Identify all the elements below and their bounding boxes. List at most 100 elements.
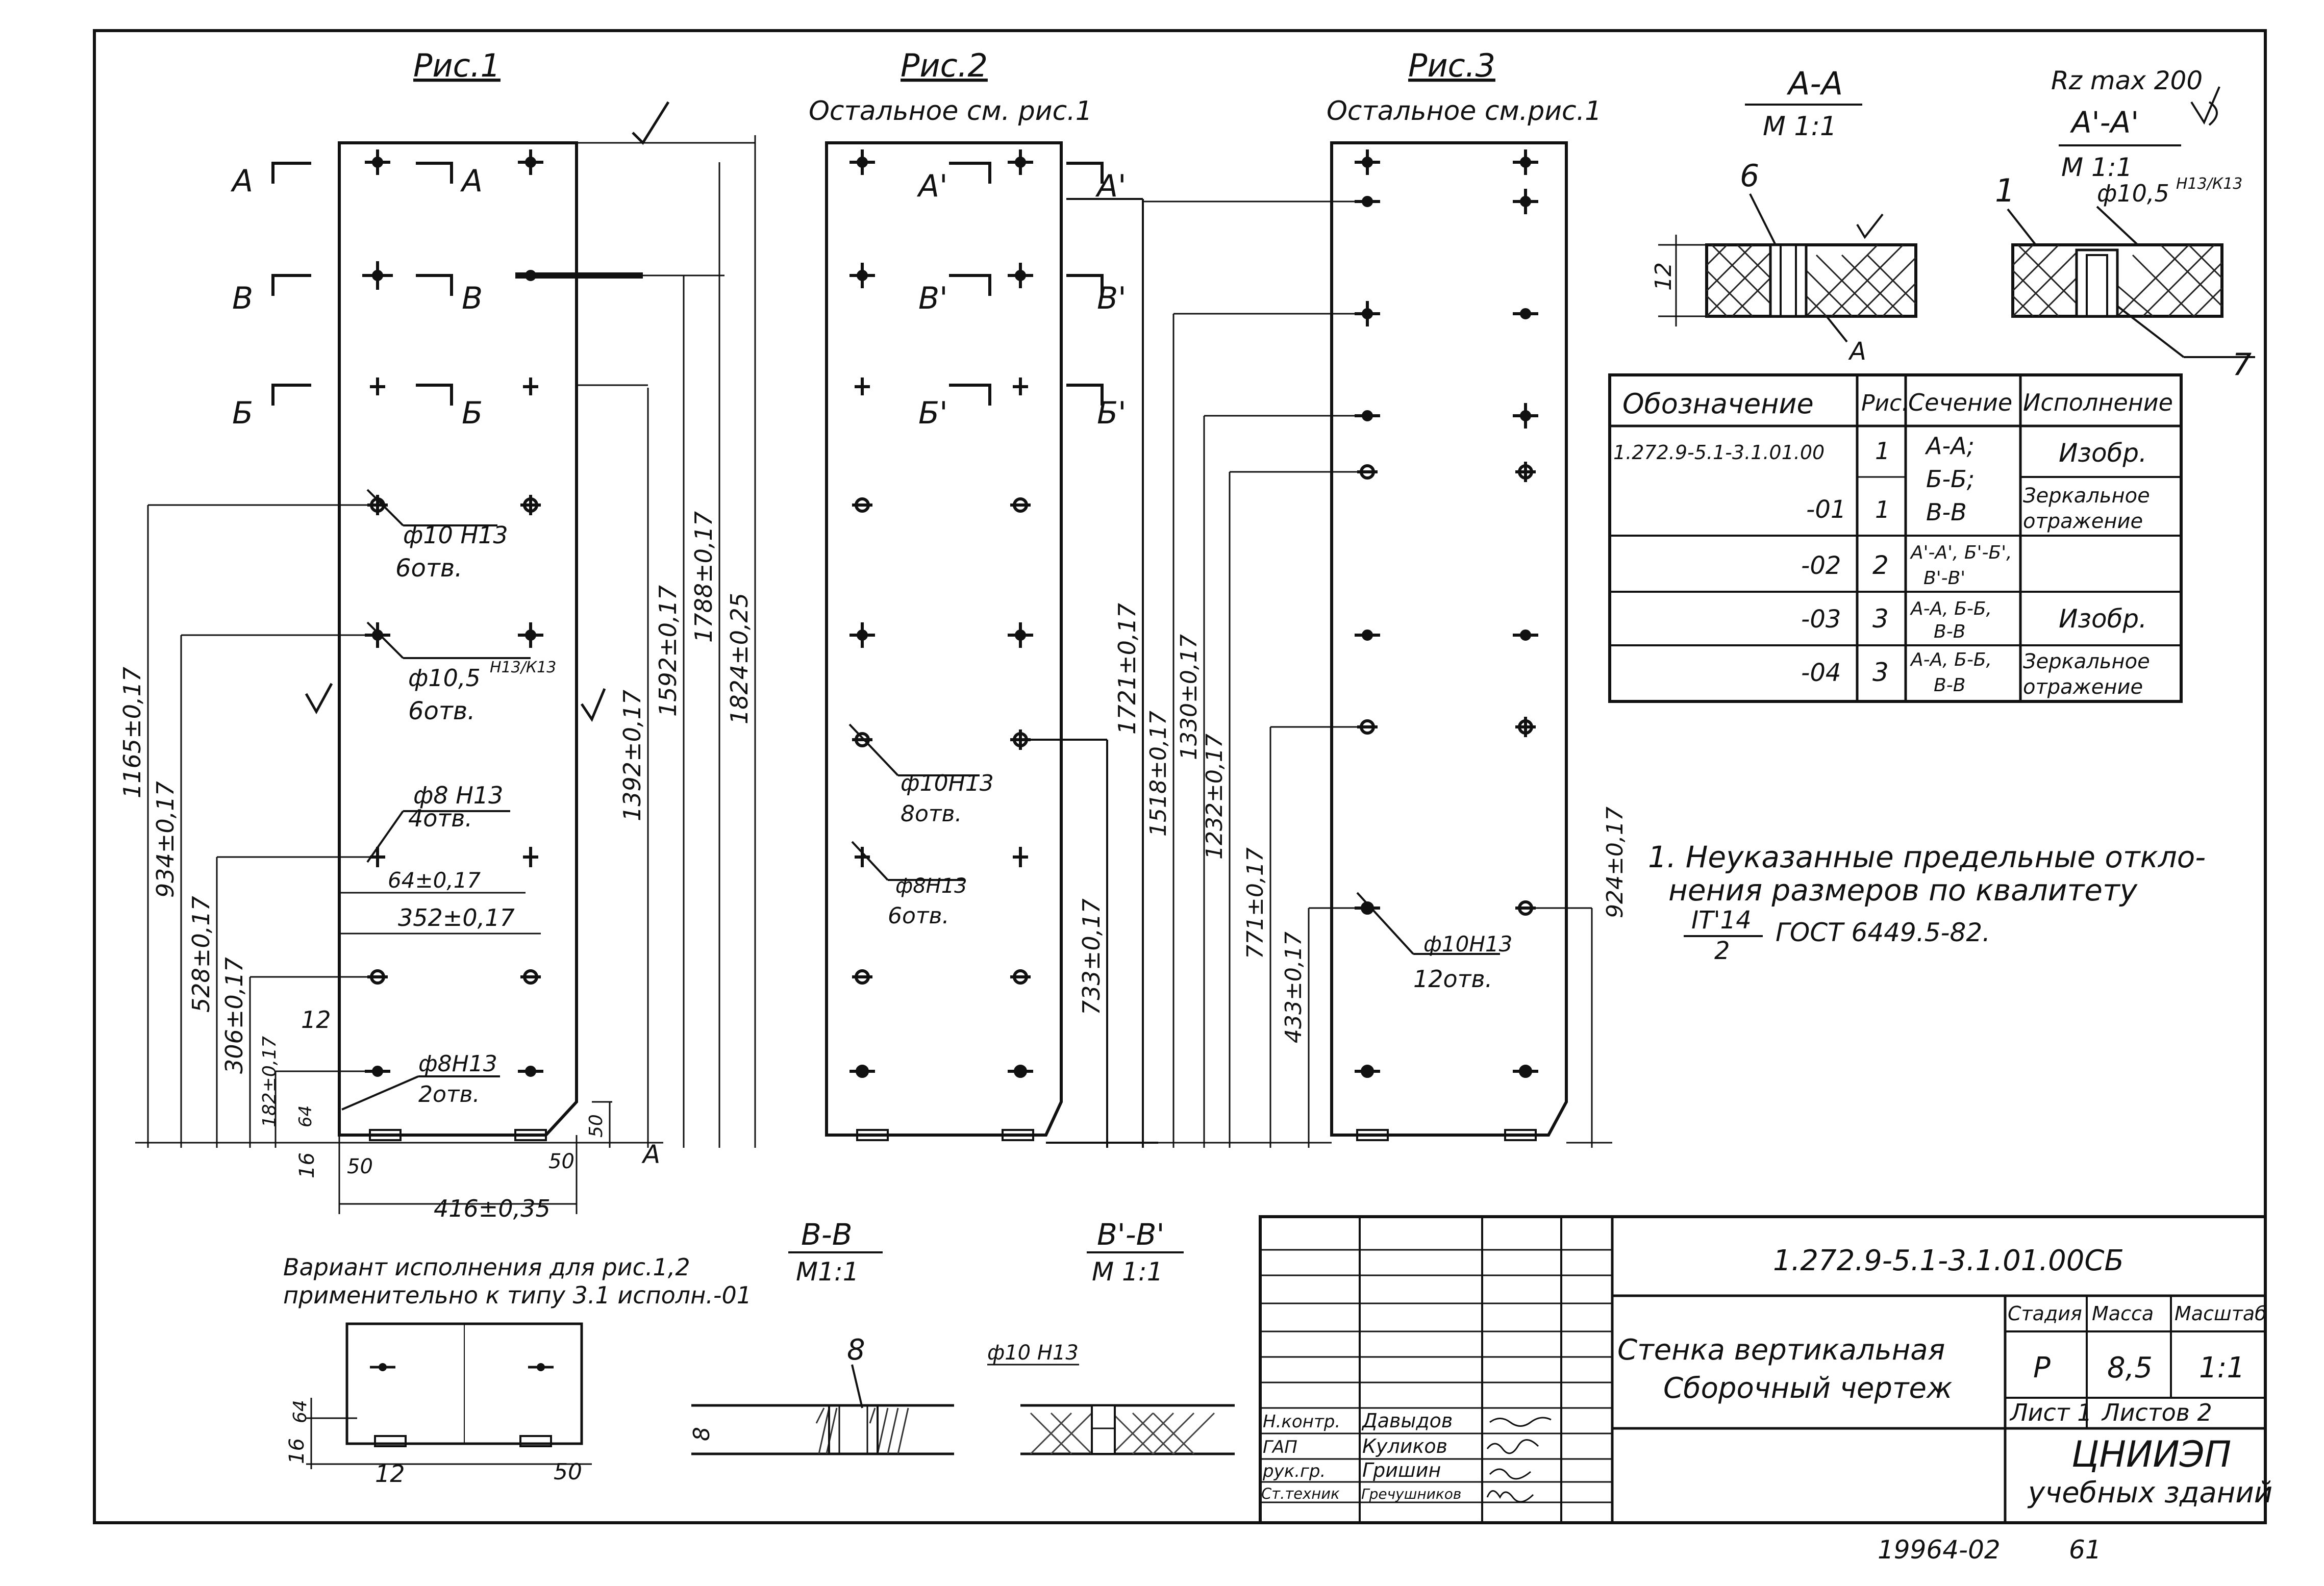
hatch: [1706, 244, 1917, 317]
dimension-label: 1518±0,17: [1145, 711, 1171, 837]
dimension-label: 528±0,17: [187, 896, 215, 1013]
dimension-label: 50: [554, 1459, 582, 1485]
section-title: В'-В': [1097, 1217, 1164, 1252]
table-cell: 3: [1872, 658, 1889, 687]
dimension-label: 16: [285, 1438, 309, 1464]
section-marker: Б: [232, 395, 253, 431]
person-name: Гречушников: [1361, 1486, 1461, 1502]
dimension-label: 64: [290, 1400, 311, 1423]
section-a1: Rz max 200 А'-А' М 1:1 1 ф10,5 Н13/К13 7: [1995, 66, 2255, 383]
dimension-label: 1721±0,17: [1113, 603, 1141, 735]
section-marker: В: [232, 281, 253, 316]
note-line: 1. Неуказанные предельные откло-: [1648, 840, 2206, 874]
hole-count-label: 6отв.: [395, 554, 462, 583]
person-role: Н.контр.: [1263, 1412, 1340, 1432]
title-block: Н.контр. Давыдов ГАП Куликов рук.гр. Гри…: [1259, 1215, 2272, 1524]
hole-count-label: 4отв.: [408, 804, 472, 832]
sheet-frame: [93, 29, 2267, 1524]
callout-number: 8: [847, 1333, 865, 1367]
dimension-label: 771±0,17: [1242, 847, 1268, 959]
slot: [856, 1129, 889, 1141]
variant-detail: Вариант исполнения для рис.1,2 примените…: [283, 1253, 752, 1488]
dimension-label: 8: [689, 1427, 715, 1441]
section-title: А-А: [1786, 65, 1843, 102]
table-cell: Изобр.: [2059, 438, 2147, 468]
archive-number: 19964-02: [1878, 1535, 2001, 1565]
fig1-title: Рис.1: [413, 47, 501, 84]
stage-label: Стадия: [2008, 1302, 2082, 1325]
sheet-number: Лист 1: [2009, 1399, 2092, 1426]
fig1-holes: [362, 149, 643, 1077]
scale-label: Масштаб: [2175, 1302, 2267, 1325]
table-cell: -02: [1801, 551, 1841, 580]
callout-number: 1: [1995, 172, 2015, 209]
fig3-note: Остальное см.рис.1: [1327, 96, 1602, 127]
hole-diameter-label: ф10Н13: [901, 770, 994, 796]
person-name: Гришин: [1362, 1459, 1441, 1481]
table-cell: В-В: [1926, 498, 1967, 526]
section-vv: В-В М1:1 8 8: [689, 1217, 954, 1455]
document-subtitle: Сборочный чертеж: [1663, 1372, 1952, 1405]
hole-diameter-label: ф10,5: [408, 664, 481, 692]
dimension-label: 1165±0,17: [118, 667, 146, 798]
hole-diameter-label: ф10Н13: [1423, 932, 1512, 956]
variant-caption: применительно к типу 3.1 исполн.-01: [283, 1281, 752, 1309]
hole-diameter-label: ф10 Н13: [403, 521, 508, 549]
section-mark-letter: А: [1848, 337, 1866, 366]
dimension-label: 924±0,17: [1602, 807, 1628, 918]
table-header: Обозначение: [1622, 388, 1814, 420]
section-title: В-В: [801, 1217, 853, 1252]
mass-label: Масса: [2092, 1302, 2154, 1325]
roughness-mark: [580, 688, 606, 722]
table-cell: -04: [1801, 659, 1841, 687]
hole-count-label: 6отв.: [888, 903, 949, 929]
section-marker: А: [460, 163, 483, 199]
section-marker: А: [230, 163, 253, 199]
note-fraction-den: 2: [1714, 937, 1730, 965]
note-gost: ГОСТ 6449.5-82.: [1776, 918, 1990, 947]
hole-diameter-label: ф8 Н13: [413, 782, 503, 809]
table-cell: Зеркальное: [2023, 650, 2150, 673]
slot: [1504, 1129, 1537, 1141]
dimension-label: 12: [301, 1006, 331, 1034]
page-number: 61: [2069, 1535, 2102, 1565]
table-header: Исполнение: [2023, 389, 2173, 416]
table-cell: В-В: [1934, 621, 1965, 642]
table-cell: В'-В': [1923, 568, 1965, 589]
dimension-label: 733±0,17: [1078, 898, 1105, 1015]
note-line: нения размеров по квалитету: [1668, 873, 2138, 908]
section-aa: А-А М 1:1 6 12 А: [1651, 65, 1917, 366]
hole-count-label: 2отв.: [418, 1081, 480, 1107]
dimension-label: 50: [347, 1155, 373, 1178]
dimension-label: 12: [375, 1460, 405, 1488]
fig1-leaders: [341, 489, 531, 1111]
figure-2: Рис.2 Остальное см. рис.1: [809, 47, 1158, 1148]
section-scale: М 1:1: [1763, 111, 1837, 142]
fig2-title: Рис.2: [901, 47, 988, 84]
sheets-total: Листов 2: [2101, 1399, 2212, 1426]
table-cell: А-А, Б-Б,: [1910, 649, 1992, 670]
slot: [369, 1129, 402, 1141]
table-cell: Изобр.: [2059, 604, 2147, 634]
dimension-label: 1592±0,17: [654, 585, 682, 717]
table-cell: Зеркальное: [2023, 484, 2150, 508]
slot: [514, 1129, 547, 1141]
roughness-symbol: [2190, 86, 2220, 126]
fig2-holes: [849, 149, 1033, 1078]
hole-diameter-label: ф8Н13: [895, 874, 967, 898]
section-marker: Б': [918, 395, 948, 431]
section-marker: В: [462, 281, 483, 316]
general-note: 1. Неуказанные предельные откло- нения р…: [1648, 840, 2206, 965]
dimension-label: 416±0,35: [434, 1195, 551, 1222]
table-header: Рис.: [1861, 390, 1909, 416]
table-cell: -01: [1806, 495, 1846, 524]
hole-diameter-label: ф8Н13: [418, 1051, 497, 1077]
organization-subtitle: учебных зданий: [2027, 1476, 2272, 1509]
person-role: Ст.техник: [1261, 1485, 1340, 1502]
stage-value: Р: [2033, 1351, 2051, 1384]
section-marker: Б': [1097, 395, 1127, 431]
person-name: Куликов: [1362, 1435, 1447, 1457]
callout-number: 6: [1740, 158, 1759, 194]
fig2-leaders: [848, 198, 1158, 1148]
dimension-label: 64: [295, 1105, 316, 1127]
